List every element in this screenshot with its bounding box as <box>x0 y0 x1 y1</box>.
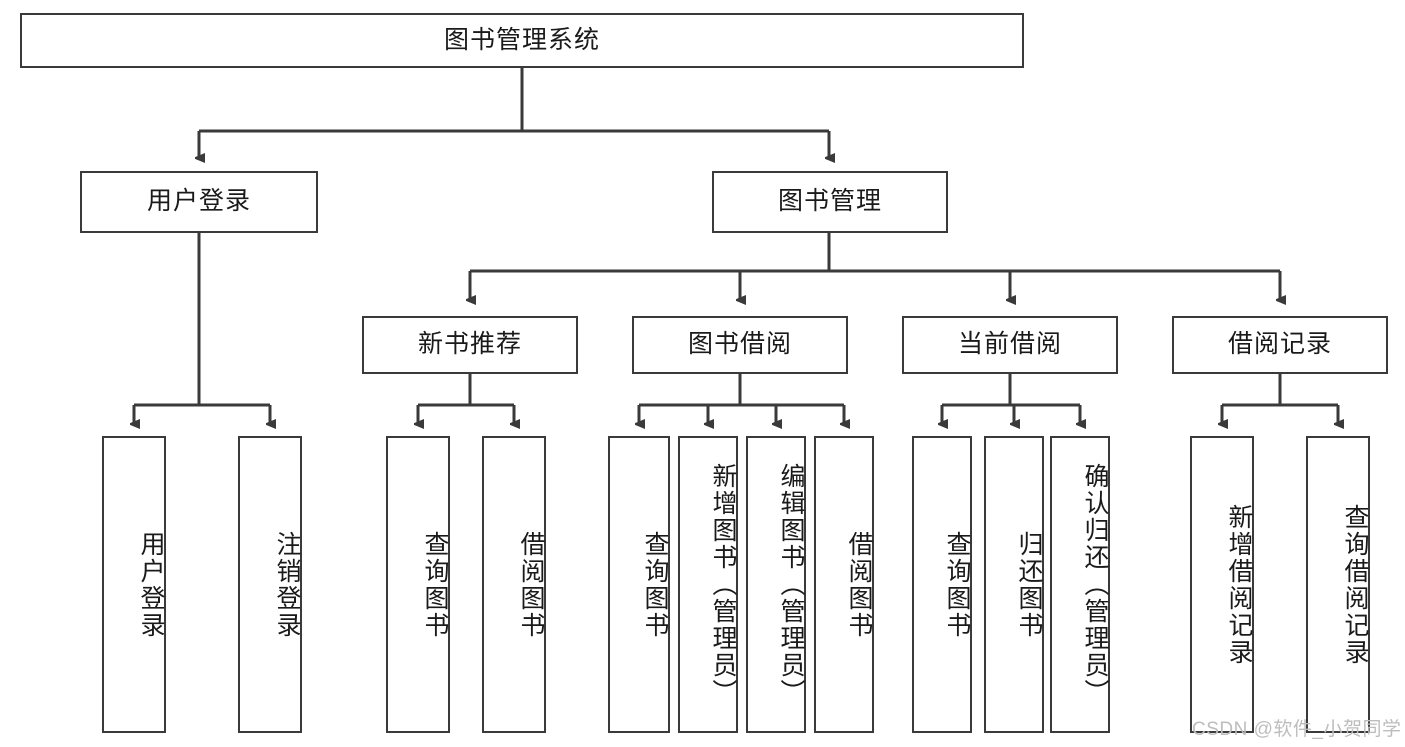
node-current-borrow[interactable]: 当前借阅 <box>902 316 1118 374</box>
node-leaf-query-borrow-record-label: 查询借阅记录 <box>1341 503 1369 666</box>
node-leaf-logout-label: 注销登录 <box>273 530 301 639</box>
node-borrow-record-label: 借阅记录 <box>1227 330 1332 359</box>
node-leaf-query-book-2[interactable]: 查询图书 <box>608 436 670 733</box>
node-leaf-query-book-3-label: 查询图书 <box>943 530 971 639</box>
node-leaf-query-book-1[interactable]: 查询图书 <box>386 436 450 733</box>
node-root-label: 图书管理系统 <box>443 25 600 54</box>
node-leaf-confirm-return-admin-label: 确认归还（管理员） <box>1081 463 1109 706</box>
node-leaf-add-borrow-record[interactable]: 新增借阅记录 <box>1190 436 1254 733</box>
node-book-borrow-label: 图书借阅 <box>687 330 792 359</box>
csdn-watermark: CSDN @软件_小贺同学 <box>1192 714 1401 741</box>
node-leaf-borrow-book-2[interactable]: 借阅图书 <box>814 436 874 733</box>
node-leaf-confirm-return-admin[interactable]: 确认归还（管理员） <box>1050 436 1110 733</box>
node-leaf-return-book-label: 归还图书 <box>1015 530 1043 639</box>
node-user-login-label: 用户登录 <box>146 187 251 216</box>
node-leaf-borrow-book-1-label: 借阅图书 <box>517 530 545 639</box>
node-leaf-borrow-book-2-label: 借阅图书 <box>845 530 873 639</box>
node-leaf-borrow-book-1[interactable]: 借阅图书 <box>482 436 546 733</box>
node-book-borrow[interactable]: 图书借阅 <box>632 316 848 374</box>
node-leaf-edit-book-admin[interactable]: 编辑图书（管理员） <box>746 436 806 733</box>
node-new-book-recommend[interactable]: 新书推荐 <box>362 316 578 374</box>
csdn-watermark-text: CSDN @软件_小贺同学 <box>1192 719 1402 740</box>
node-leaf-logout[interactable]: 注销登录 <box>238 436 302 733</box>
node-leaf-add-borrow-record-label: 新增借阅记录 <box>1225 503 1253 666</box>
node-user-login[interactable]: 用户登录 <box>80 171 318 233</box>
node-book-manage-label: 图书管理 <box>777 187 882 216</box>
node-leaf-add-book-admin-label: 新增图书（管理员） <box>709 463 737 706</box>
node-current-borrow-label: 当前借阅 <box>957 330 1062 359</box>
node-new-book-recommend-label: 新书推荐 <box>417 330 522 359</box>
node-leaf-user-login-label: 用户登录 <box>137 530 165 639</box>
node-root[interactable]: 图书管理系统 <box>20 13 1024 68</box>
node-leaf-user-login[interactable]: 用户登录 <box>102 436 166 733</box>
node-leaf-query-book-2-label: 查询图书 <box>641 530 669 639</box>
node-borrow-record[interactable]: 借阅记录 <box>1172 316 1388 374</box>
node-leaf-query-book-3[interactable]: 查询图书 <box>912 436 972 733</box>
node-leaf-add-book-admin[interactable]: 新增图书（管理员） <box>678 436 738 733</box>
node-leaf-query-borrow-record[interactable]: 查询借阅记录 <box>1306 436 1370 733</box>
node-book-manage[interactable]: 图书管理 <box>712 171 948 233</box>
node-leaf-query-book-1-label: 查询图书 <box>421 530 449 639</box>
node-leaf-return-book[interactable]: 归还图书 <box>984 436 1044 733</box>
node-leaf-edit-book-admin-label: 编辑图书（管理员） <box>777 463 805 706</box>
